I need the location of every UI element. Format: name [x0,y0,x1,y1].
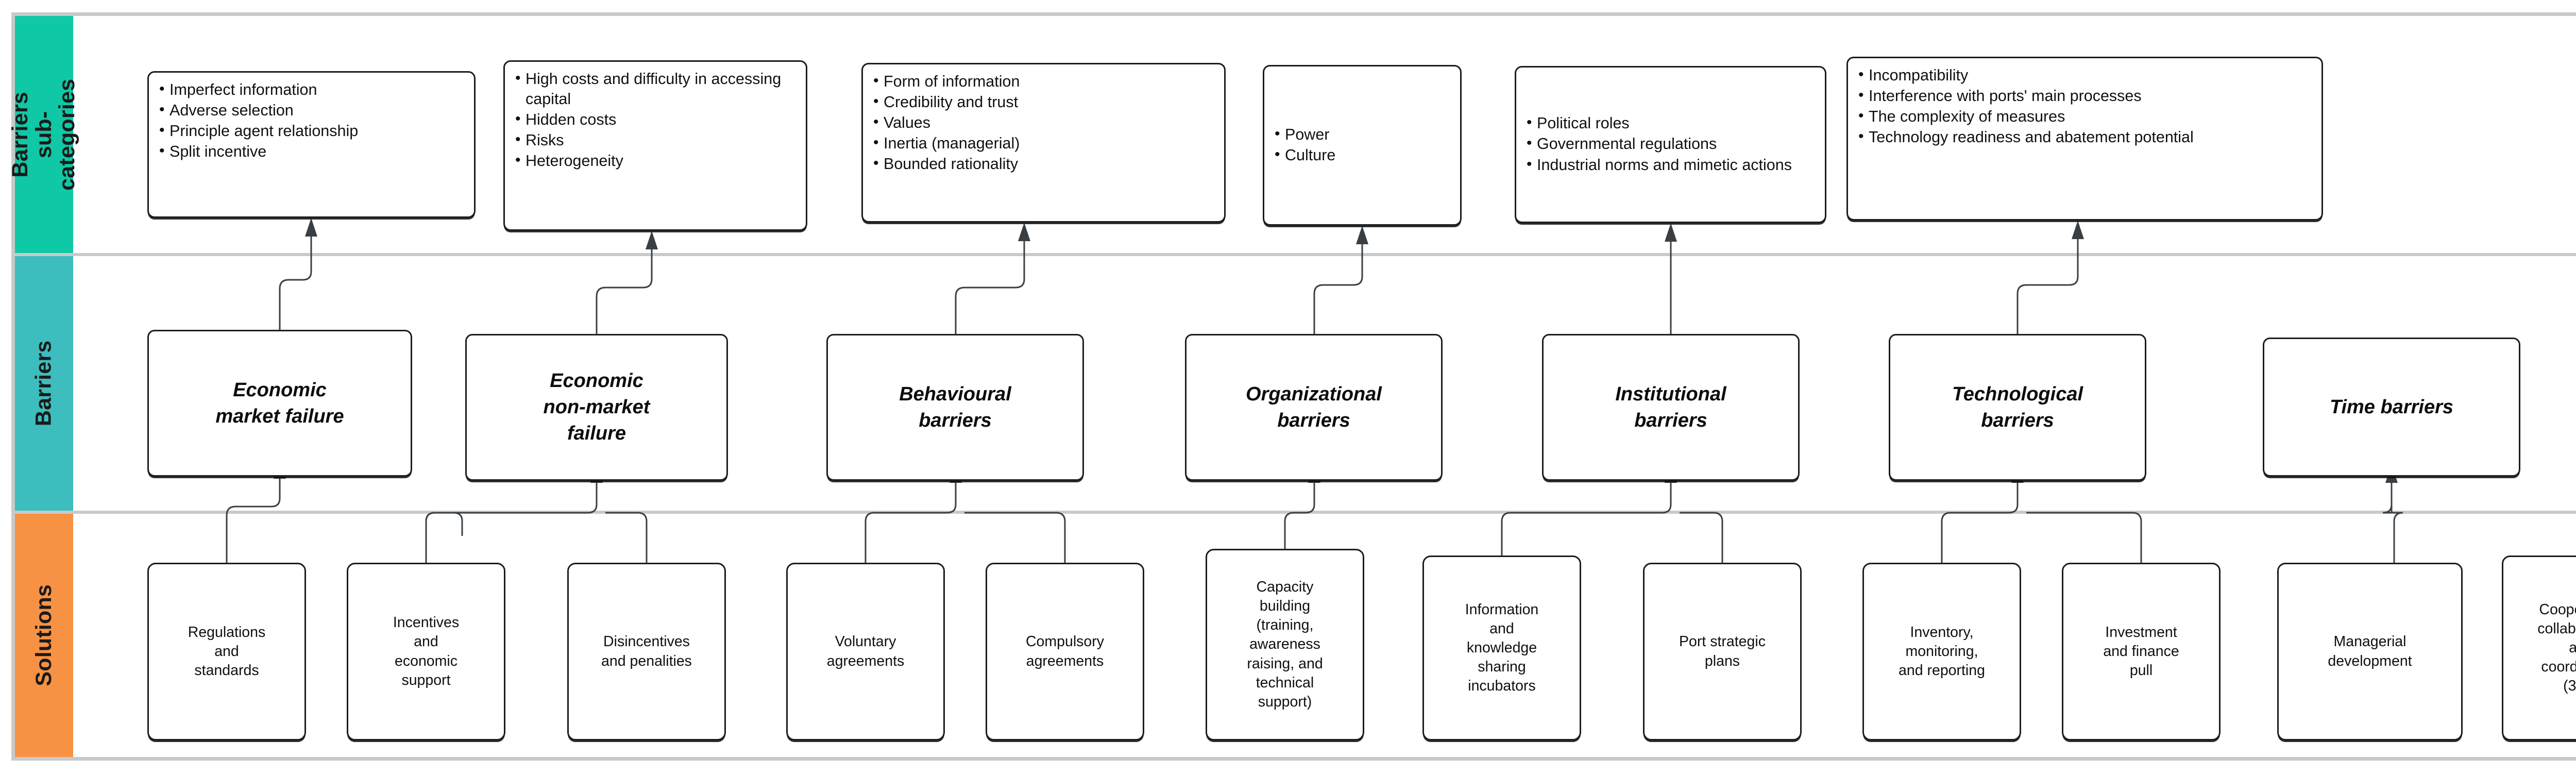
band-solutions: Solutions [15,514,73,757]
barrier-label: Institutional barriers [1615,383,1726,431]
barrier-box-technological[interactable]: Technological barriers [1889,334,2146,481]
subcategory-list: Imperfect information Adverse selection … [158,79,358,162]
barrier-box-economic-non-market-failure[interactable]: Economic non-market failure [465,334,728,481]
solution-label: Disincentives and penalities [601,633,692,669]
list-item: Bounded rationality [873,154,1020,174]
band-separator-top [15,253,2576,256]
list-item: Adverse selection [159,100,358,121]
solution-label: Port strategic plans [1679,633,1766,669]
solution-label: Inventory, monitoring, and reporting [1899,624,1985,679]
solution-label: Investment and finance pull [2103,624,2179,679]
list-item: The complexity of measures [1858,106,2194,127]
list-item: Interference with ports' main processes [1858,86,2194,106]
barrier-box-economic-market-failure[interactable]: Economic market failure [147,330,412,477]
solution-label: Voluntary agreements [826,633,905,669]
barrier-label: Economic market failure [215,379,344,427]
list-item: High costs and difficulty in accessing c… [515,69,795,109]
barrier-label: Economic non-market failure [543,370,650,444]
band-barriers-label: Barriers [31,340,56,427]
subcategory-list: Incompatibility Interference with ports'… [1857,65,2194,148]
band-barriers: Barriers [15,256,73,511]
list-item: Incompatibility [1858,65,2194,86]
list-item: Inertia (managerial) [873,133,1020,154]
band-solutions-label: Solutions [31,584,56,686]
band-subcategories: Barriers sub-categories [8,16,79,253]
solution-label: Cooperation, collaboration, and coordina… [2537,601,2576,695]
subcategory-box-economic-non-market-failure[interactable]: High costs and difficulty in accessing c… [503,60,807,231]
subcategory-list: High costs and difficulty in accessing c… [514,69,795,172]
solution-box-managerial-development[interactable]: Managerial development [2277,563,2463,741]
list-item: Hidden costs [515,109,795,130]
subcategory-list: Power Culture [1274,124,1335,166]
list-item: Culture [1275,145,1335,165]
solution-box-port-strategic-plans[interactable]: Port strategic plans [1643,563,1802,741]
subcategory-box-organizational[interactable]: Power Culture [1263,65,1462,226]
band-separator-bottom [15,511,2576,514]
subcategory-box-economic-market-failure[interactable]: Imperfect information Adverse selection … [147,71,476,218]
barrier-box-institutional[interactable]: Institutional barriers [1542,334,1800,481]
subcategory-list: Political roles Governmental regulations… [1526,113,1792,175]
barrier-label: Behavioural barriers [899,383,1011,431]
subcategory-list: Form of information Credibility and trus… [872,71,1020,175]
list-item: Political roles [1527,113,1792,133]
solution-label: Capacity building (training, awareness r… [1247,579,1323,710]
solution-box-incentives-economic-support[interactable]: Incentives and economic support [347,563,505,741]
solution-box-information-knowledge-sharing[interactable]: Information and knowledge sharing incuba… [1422,556,1581,741]
barrier-label: Time barriers [2329,396,2454,418]
solution-label: Compulsory agreements [1025,633,1105,669]
subcategory-box-technological[interactable]: Incompatibility Interference with ports'… [1846,57,2323,221]
solution-box-cooperation-3cs[interactable]: Cooperation, collaboration, and coordina… [2502,556,2576,741]
band-subcategories-label: Barriers sub-categories [8,78,80,191]
list-item: Form of information [873,71,1020,92]
solution-box-regulations-standards[interactable]: Regulations and standards [147,563,306,741]
list-item: Split incentive [159,141,358,162]
list-item: Heterogeneity [515,150,795,171]
solution-box-voluntary-agreements[interactable]: Voluntary agreements [786,563,945,741]
list-item: Risks [515,130,795,150]
barrier-box-behavioural[interactable]: Behavioural barriers [826,334,1084,481]
subcategory-box-institutional[interactable]: Political roles Governmental regulations… [1515,66,1826,223]
solution-label: Regulations and standards [188,624,266,679]
list-item: Imperfect information [159,79,358,100]
list-item: Governmental regulations [1527,133,1792,154]
list-item: Credibility and trust [873,92,1020,112]
solution-box-compulsory-agreements[interactable]: Compulsory agreements [986,563,1144,741]
list-item: Principle agent relationship [159,121,358,141]
barrier-label: Organizational barriers [1246,383,1382,431]
solution-box-capacity-building[interactable]: Capacity building (training, awareness r… [1206,549,1364,741]
barrier-box-time[interactable]: Time barriers [2263,338,2520,477]
list-item: Power [1275,124,1335,145]
solution-label: Incentives and economic support [393,614,460,688]
solution-label: Managerial development [2328,633,2412,669]
solution-box-investment-finance-pull[interactable]: Investment and finance pull [2062,563,2221,741]
subcategory-box-behavioural[interactable]: Form of information Credibility and trus… [861,63,1226,223]
list-item: Values [873,112,1020,133]
barrier-box-organizational[interactable]: Organizational barriers [1185,334,1443,481]
list-item: Industrial norms and mimetic actions [1527,155,1792,175]
solution-box-disincentives-penalities[interactable]: Disincentives and penalities [567,563,726,741]
barrier-label: Technological barriers [1952,383,2083,431]
solution-label: Information and knowledge sharing incuba… [1465,601,1539,695]
solution-box-inventory-monitoring-reporting[interactable]: Inventory, monitoring, and reporting [1862,563,2021,741]
list-item: Technology readiness and abatement poten… [1858,127,2194,147]
